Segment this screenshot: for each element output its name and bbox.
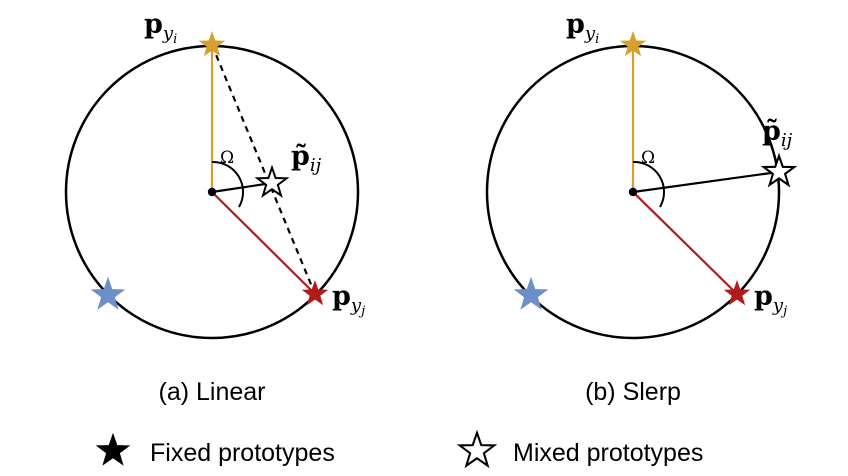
angle-arc <box>632 160 665 208</box>
legend-mixed-label: Mixed prototypes <box>513 439 703 467</box>
angle-label: Ω <box>220 148 234 168</box>
legend: Fixed prototypes Mixed prototypes <box>95 431 703 467</box>
filled-star-icon <box>95 432 131 466</box>
panel-caption: (a) Linear <box>159 378 266 406</box>
vector-p-yj <box>632 191 738 295</box>
outlined-star-icon <box>458 431 496 467</box>
origin-dot <box>628 187 638 197</box>
angle-label: Ω <box>641 148 655 168</box>
angle-arc <box>211 160 244 208</box>
label-p-mix: p̃ij <box>291 141 322 176</box>
panel-linear: Ω pyi pyj p̃ij (a) Linear <box>64 9 365 406</box>
label-p-yi: pyi <box>566 9 599 47</box>
vector-p-mix <box>632 170 779 194</box>
label-p-yj: pyj <box>332 281 365 319</box>
legend-fixed-label: Fixed prototypes <box>150 439 335 467</box>
origin-dot <box>207 187 217 197</box>
linear-interpolation-line <box>210 44 317 295</box>
label-p-yj: pyj <box>754 281 787 319</box>
panel-slerp: Ω pyi pyj p̃ij (b) Slerp <box>485 9 796 406</box>
label-p-mix: p̃ij <box>762 116 793 151</box>
panel-caption: (b) Slerp <box>585 378 681 406</box>
vector-p-yj <box>211 191 316 295</box>
label-p-yi: pyi <box>144 9 177 47</box>
